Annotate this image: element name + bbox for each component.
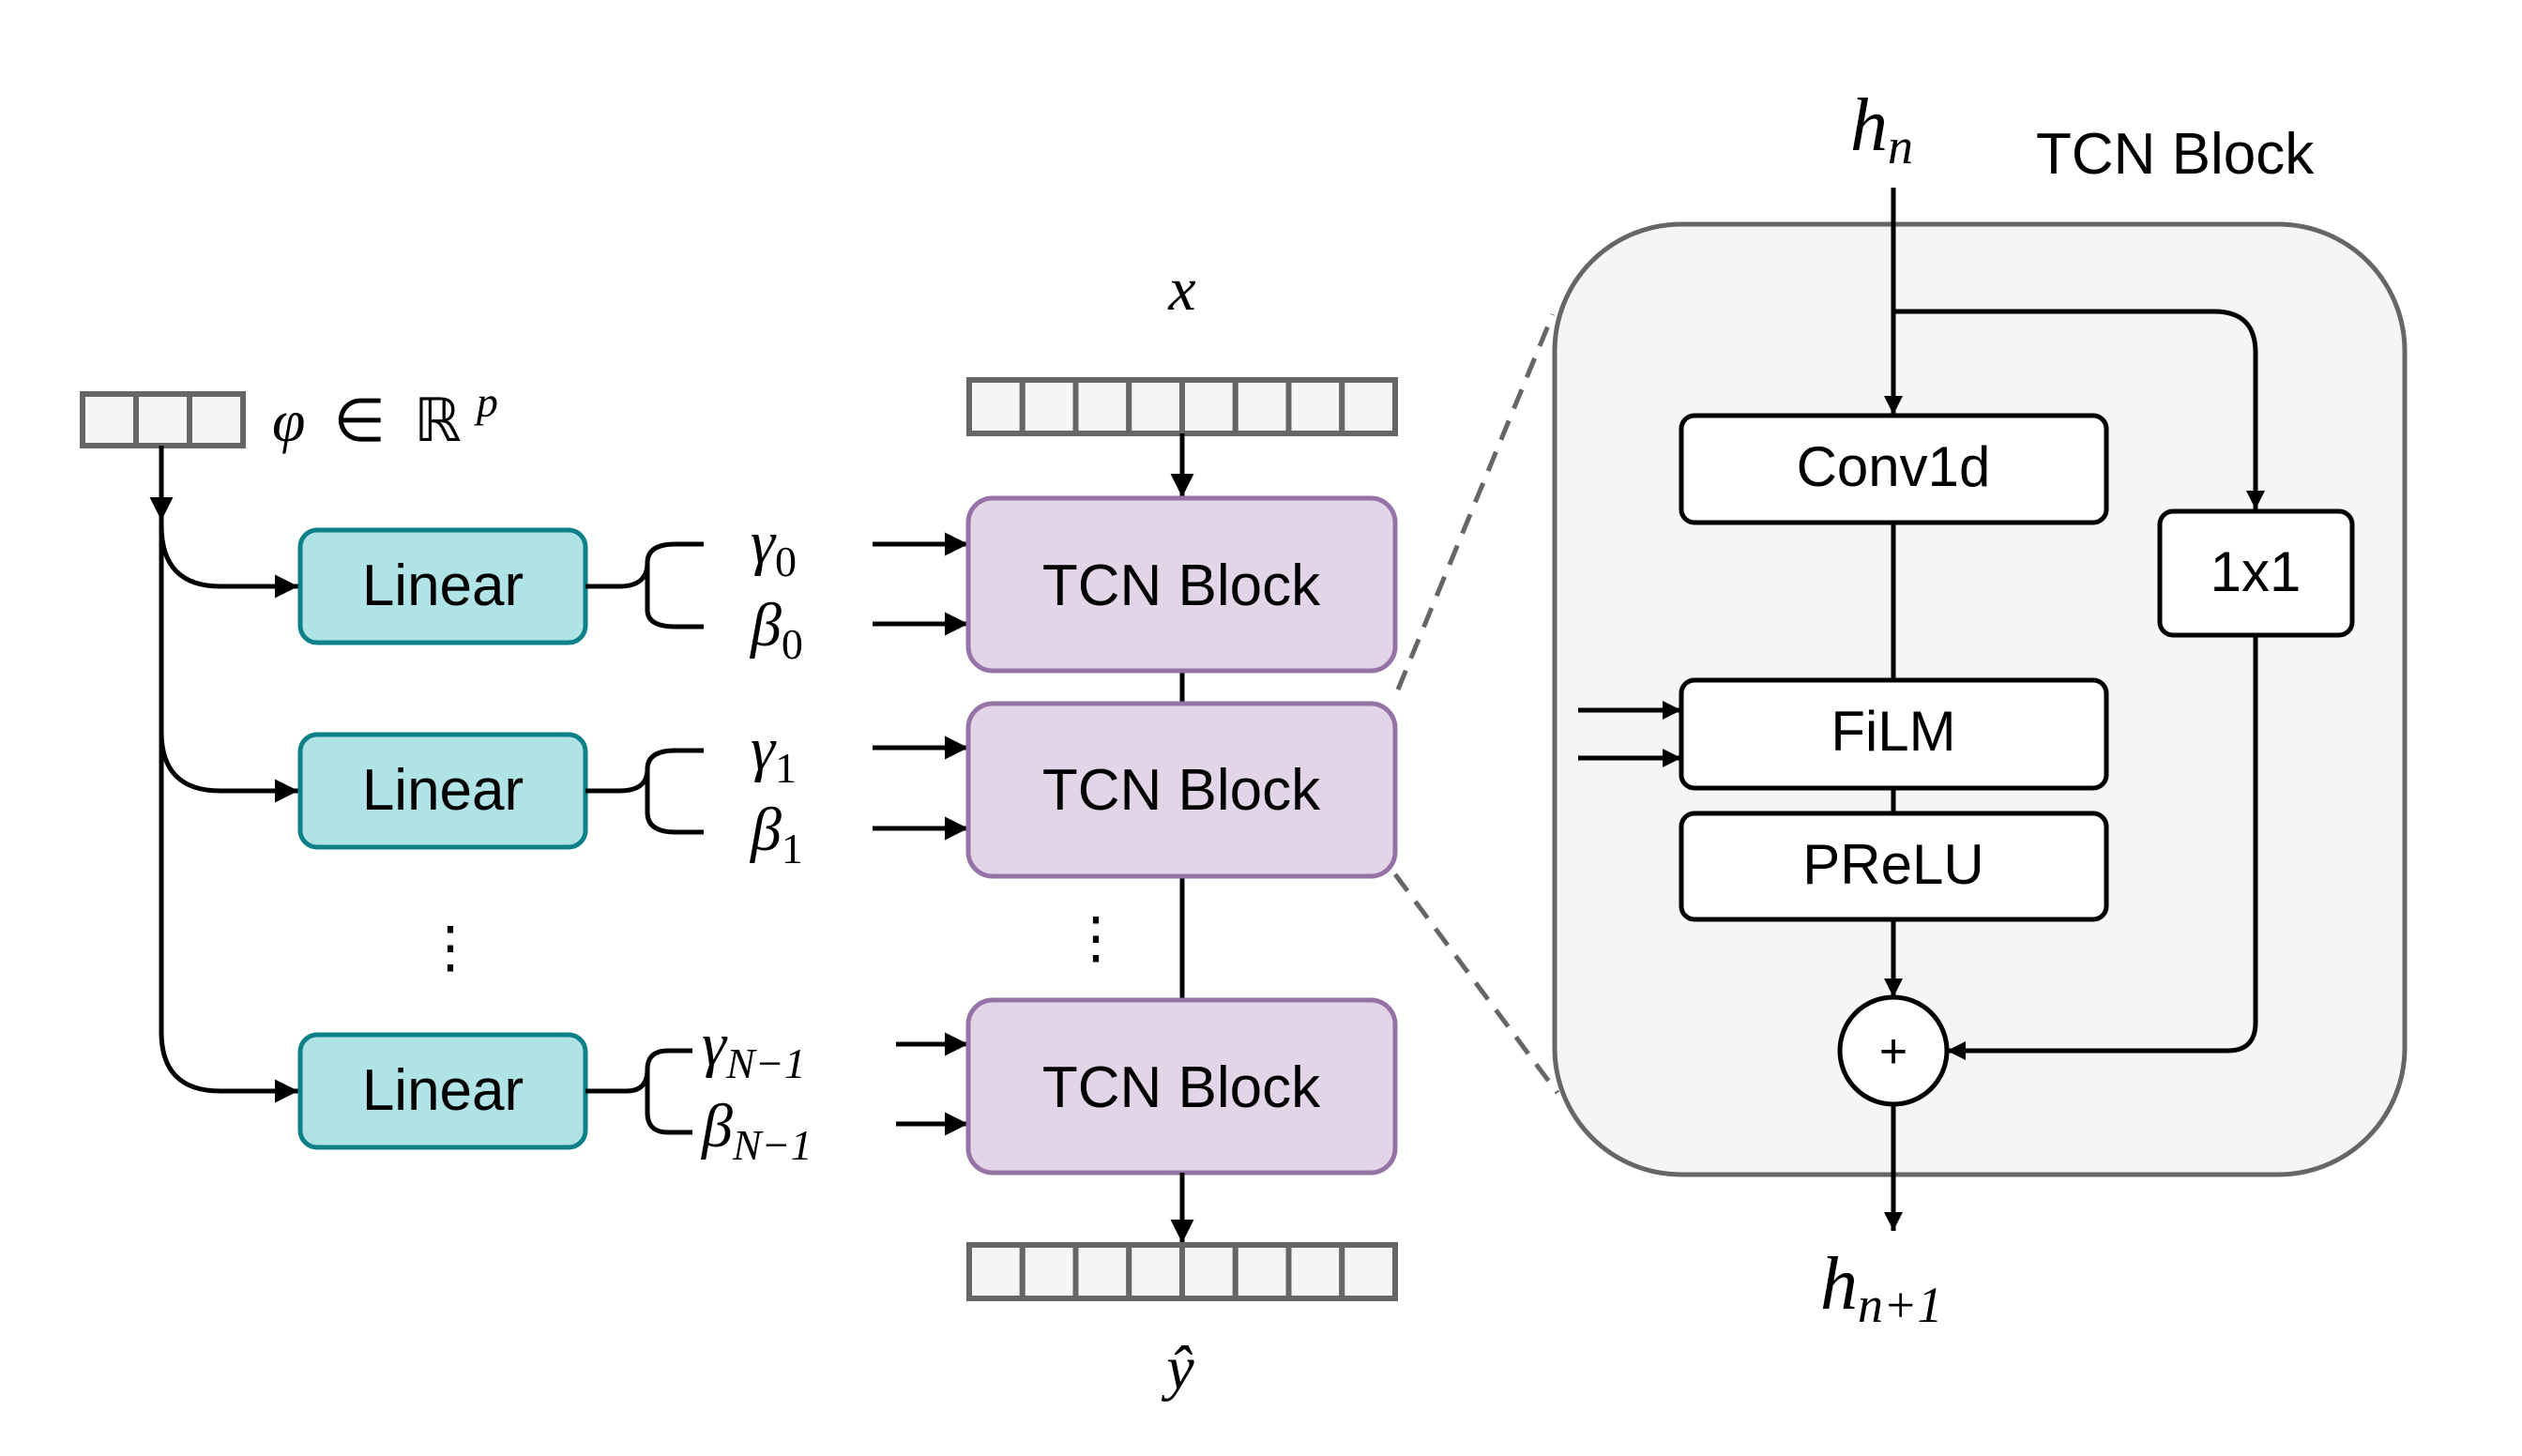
linear-layer-2: Linear <box>297 1032 588 1150</box>
detail-output-label: hn+1 <box>1820 1243 1942 1333</box>
film-box <box>1679 677 2109 791</box>
linear-ellipsis: ⋮ <box>422 916 479 978</box>
conv1d-label: Conv1d <box>1797 435 1991 498</box>
tcn-label: TCN Block <box>1042 554 1321 618</box>
input-vector-cell <box>1072 377 1132 436</box>
input-vector-cell <box>966 377 1026 436</box>
gamma-0-label: γ0 <box>751 508 797 585</box>
beta-1-label: β1 <box>749 796 803 872</box>
output-vector-cell <box>1072 1242 1132 1301</box>
prelu-label: PReLU <box>1802 833 1983 896</box>
residual-1x1-layer: 1x1 <box>2157 508 2355 638</box>
tcn-block-2: TCN Block <box>965 997 1398 1175</box>
brace-1 <box>585 748 704 835</box>
branch-arrow-1 <box>159 731 298 803</box>
input-vector-cell <box>1339 377 1398 436</box>
output-vector-cell <box>1339 1242 1398 1301</box>
sum-circle <box>1837 994 1950 1107</box>
conv1d-box <box>1679 413 2109 525</box>
output-vector-cell <box>1285 1242 1345 1301</box>
gamma-n-label: γN−1 <box>702 1010 806 1087</box>
detail-title: TCN Block <box>2036 122 2315 187</box>
gamma-1-label: γ1 <box>751 715 797 792</box>
input-vector <box>966 377 1398 436</box>
output-vector-cell <box>1232 1242 1292 1301</box>
tcn-label: TCN Block <box>1042 758 1321 823</box>
output-vector <box>966 1242 1398 1301</box>
prelu-box <box>1679 811 2109 922</box>
residual-1x1-box <box>2157 508 2355 638</box>
beta-0-label: β0 <box>749 591 803 668</box>
tcn-block-0: TCN Block <box>965 495 1398 674</box>
phi-vector <box>80 391 246 448</box>
brace-2 <box>585 1048 692 1135</box>
residual-to-sum-arrow <box>1947 635 2258 1060</box>
output-vector-cell <box>1019 1242 1079 1301</box>
tcn-block-1: TCN Block <box>965 701 1398 879</box>
tcn-label: TCN Block <box>1042 1055 1321 1120</box>
input-x-label: x <box>1167 255 1195 324</box>
output-vector-cell <box>966 1242 1026 1301</box>
sum-node: + <box>1837 994 1950 1107</box>
prelu-layer: PReLU <box>1679 811 2109 922</box>
detail-input-label: hn <box>1850 84 1913 174</box>
tcn-box <box>965 495 1398 674</box>
phi-vector-cell <box>133 391 192 448</box>
brace-0 <box>585 541 704 629</box>
output-vector-cell <box>1126 1242 1185 1301</box>
plus-icon: + <box>1879 1024 1907 1079</box>
input-vector-cell <box>1179 377 1238 436</box>
phi-label: φ ∈ ℝ p <box>272 378 498 454</box>
beta-n-label: βN−1 <box>700 1092 813 1169</box>
zoom-dashed-line-bottom <box>1392 872 1560 1095</box>
conv1d-layer: Conv1d <box>1679 413 2109 525</box>
output-vector-cell <box>1179 1242 1238 1301</box>
branch-arrow-0 <box>159 524 298 599</box>
residual-1x1-label: 1x1 <box>2211 540 2302 603</box>
tcn-ellipsis: ⋮ <box>1068 906 1124 969</box>
linear-label: Linear <box>362 758 524 823</box>
linear-label: Linear <box>362 554 524 618</box>
input-vector-cell <box>1126 377 1185 436</box>
tcn-box <box>965 701 1398 879</box>
input-vector-cell <box>1285 377 1345 436</box>
linear-layer-1: Linear <box>297 732 588 850</box>
phi-vector-cell <box>187 391 246 448</box>
zoom-dashed-line-top <box>1395 313 1556 690</box>
output-yhat-label: ŷ <box>1161 1334 1194 1403</box>
input-vector-cell <box>1019 377 1079 436</box>
phi-vector-cell <box>80 391 139 448</box>
input-vector-cell <box>1232 377 1292 436</box>
branch-arrow-2 <box>159 1031 298 1103</box>
linear-label: Linear <box>362 1058 524 1123</box>
film-label: FiLM <box>1831 700 1955 763</box>
linear-layer-0: Linear <box>297 527 588 645</box>
skip-path-arrow <box>1893 309 2265 509</box>
film-layer: FiLM <box>1679 677 2109 791</box>
